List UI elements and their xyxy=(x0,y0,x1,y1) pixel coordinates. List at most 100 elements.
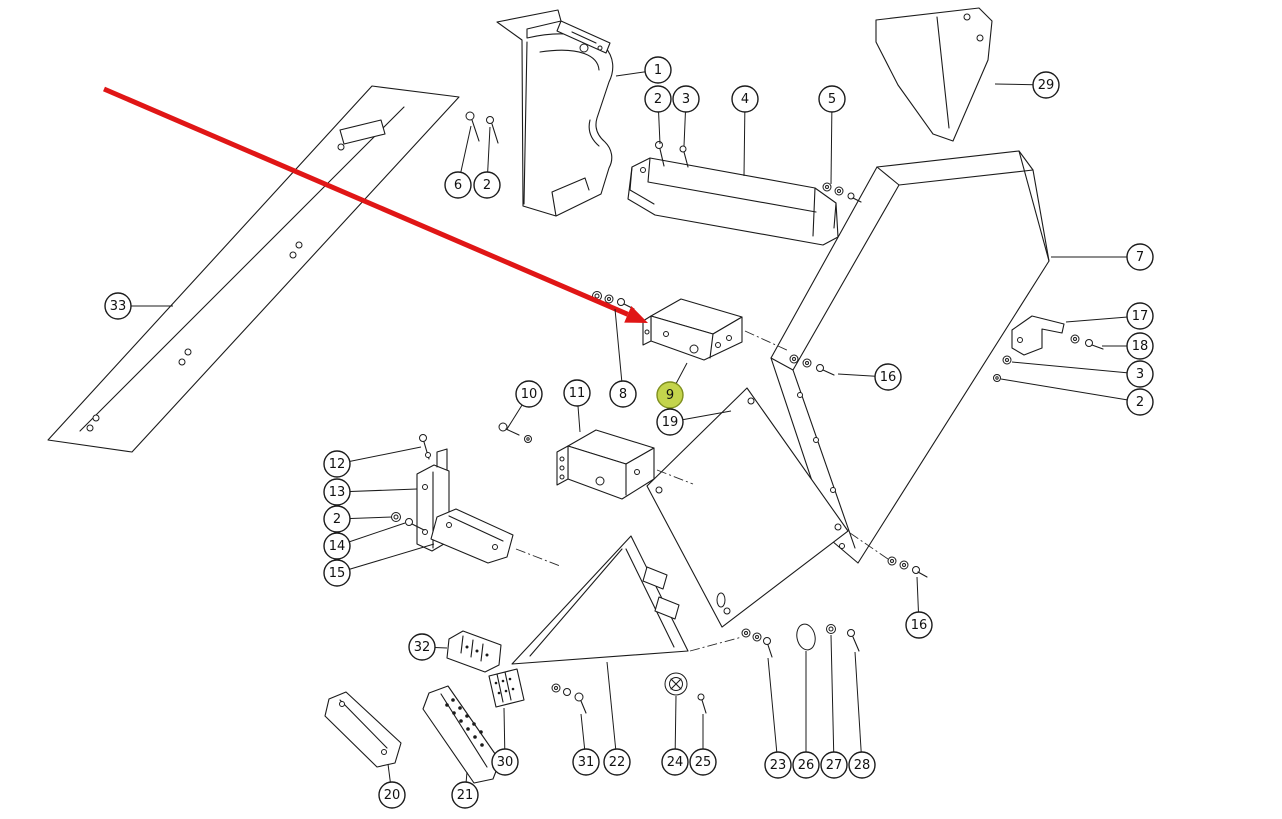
callout-circle[interactable] xyxy=(661,748,689,776)
callout-circle[interactable] xyxy=(515,380,543,408)
callout-circle[interactable] xyxy=(323,505,351,533)
callout-circle[interactable] xyxy=(874,363,902,391)
part-callout-22[interactable]: 22 xyxy=(603,748,631,776)
part-callout-7[interactable]: 7 xyxy=(1126,243,1154,271)
part-callout-3[interactable]: 3 xyxy=(672,85,700,113)
bolt-icon xyxy=(486,116,499,144)
callout-circle[interactable] xyxy=(818,85,846,113)
part-1-bracket xyxy=(496,9,614,217)
part-callout-14[interactable]: 14 xyxy=(323,532,351,560)
part-callout-23[interactable]: 23 xyxy=(764,751,792,779)
callout-number: 2 xyxy=(333,512,341,527)
part-callout-30[interactable]: 30 xyxy=(491,748,519,776)
callout-number: 3 xyxy=(682,92,690,107)
part-9-bracket xyxy=(642,298,743,361)
callout-circle[interactable] xyxy=(1032,71,1060,99)
callout-number: 31 xyxy=(578,755,595,770)
part-callout-20[interactable]: 20 xyxy=(378,781,406,809)
callout-circle[interactable] xyxy=(603,748,631,776)
callout-leader-8 xyxy=(614,308,624,395)
callout-circle[interactable] xyxy=(644,56,672,84)
part-callout-2[interactable]: 2 xyxy=(1126,388,1154,416)
callout-circle[interactable] xyxy=(1126,388,1154,416)
callout-number: 12 xyxy=(329,457,346,472)
part-callout-3[interactable]: 3 xyxy=(1126,360,1154,388)
part-callout-5[interactable]: 5 xyxy=(818,85,846,113)
part-callout-33[interactable]: 33 xyxy=(104,292,132,320)
fasteners-layer xyxy=(391,111,1104,714)
callout-circle[interactable] xyxy=(378,781,406,809)
callout-circle[interactable] xyxy=(689,748,717,776)
part-callout-6[interactable]: 6 xyxy=(444,171,472,199)
part-20-strip xyxy=(324,691,402,768)
part-callout-19[interactable]: 19 xyxy=(656,408,684,436)
callout-number: 1 xyxy=(654,63,662,78)
part-callout-2[interactable]: 2 xyxy=(644,85,672,113)
screw-icon xyxy=(419,434,431,460)
callout-circle[interactable] xyxy=(473,171,501,199)
part-callout-15[interactable]: 15 xyxy=(323,559,351,587)
part-callout-2[interactable]: 2 xyxy=(323,505,351,533)
callout-circle[interactable] xyxy=(408,633,436,661)
callout-circle[interactable] xyxy=(572,748,600,776)
callout-leader-5 xyxy=(830,98,833,185)
callout-circle[interactable] xyxy=(1126,360,1154,388)
part-19-panel xyxy=(646,387,849,628)
callout-circle[interactable] xyxy=(672,85,700,113)
part-callout-4[interactable]: 4 xyxy=(731,85,759,113)
part-callout-32[interactable]: 32 xyxy=(408,633,436,661)
callout-circle[interactable] xyxy=(323,478,351,506)
screw-icon xyxy=(847,629,860,652)
part-callout-29[interactable]: 29 xyxy=(1032,71,1060,99)
part-32-bracket xyxy=(446,630,502,673)
callout-circle[interactable] xyxy=(644,85,672,113)
callout-circle[interactable] xyxy=(820,751,848,779)
part-callout-25[interactable]: 25 xyxy=(689,748,717,776)
callout-circle[interactable] xyxy=(848,751,876,779)
callout-number: 22 xyxy=(609,755,626,770)
part-callout-17[interactable]: 17 xyxy=(1126,302,1154,330)
part-callout-26[interactable]: 26 xyxy=(792,751,820,779)
part-callout-10[interactable]: 10 xyxy=(515,380,543,408)
callout-circle[interactable] xyxy=(323,532,351,560)
part-callout-1[interactable]: 1 xyxy=(644,56,672,84)
callout-number: 3 xyxy=(1136,367,1144,382)
part-callout-24[interactable]: 24 xyxy=(661,748,689,776)
part-callout-2[interactable]: 2 xyxy=(473,171,501,199)
callout-circle[interactable] xyxy=(444,171,472,199)
callout-circle[interactable] xyxy=(323,559,351,587)
callout-circle[interactable] xyxy=(1126,302,1154,330)
callout-circle[interactable] xyxy=(609,380,637,408)
callout-circle[interactable] xyxy=(764,751,792,779)
callout-circle[interactable] xyxy=(323,450,351,478)
part-callout-13[interactable]: 13 xyxy=(323,478,351,506)
part-callout-11[interactable]: 11 xyxy=(563,379,591,407)
callout-circle[interactable] xyxy=(1126,243,1154,271)
callout-number: 2 xyxy=(1136,395,1144,410)
part-callout-16[interactable]: 16 xyxy=(874,363,902,391)
callout-circle[interactable] xyxy=(1126,332,1154,360)
part-callout-8[interactable]: 8 xyxy=(609,380,637,408)
bolt-icon xyxy=(679,145,689,168)
part-callout-18[interactable]: 18 xyxy=(1126,332,1154,360)
callout-circle[interactable] xyxy=(563,379,591,407)
part-callout-16[interactable]: 16 xyxy=(905,611,933,639)
callout-circle[interactable] xyxy=(792,751,820,779)
callout-circle[interactable] xyxy=(731,85,759,113)
part-callout-27[interactable]: 27 xyxy=(820,751,848,779)
part-callout-31[interactable]: 31 xyxy=(572,748,600,776)
callout-circle[interactable] xyxy=(491,748,519,776)
highlighted-callout-circle[interactable] xyxy=(656,381,684,409)
callout-number: 15 xyxy=(329,566,346,581)
callout-circle[interactable] xyxy=(451,781,479,809)
part-callout-12[interactable]: 12 xyxy=(323,450,351,478)
callout-number: 17 xyxy=(1132,309,1149,324)
callout-circle[interactable] xyxy=(656,408,684,436)
callout-circle[interactable] xyxy=(905,611,933,639)
part-11-bracket xyxy=(556,429,655,500)
part-callout-21[interactable]: 21 xyxy=(451,781,479,809)
part-callout-9[interactable]: 9 xyxy=(656,381,684,409)
callout-circle[interactable] xyxy=(104,292,132,320)
part-callout-28[interactable]: 28 xyxy=(848,751,876,779)
